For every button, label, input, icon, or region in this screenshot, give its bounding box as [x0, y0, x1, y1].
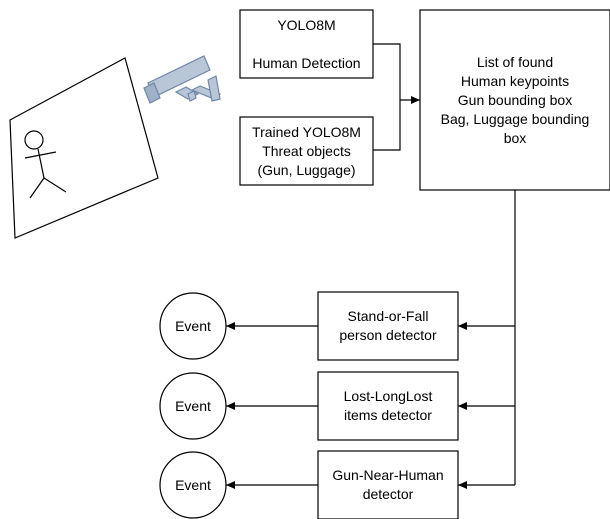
distribution-connector	[458, 190, 515, 485]
merge-connector	[373, 44, 420, 150]
security-camera-icon	[144, 56, 220, 103]
yolo-threat-label: Trained YOLO8M Threat objects (Gun, Lugg…	[240, 117, 373, 185]
event-label-3: Event	[160, 452, 226, 518]
gun-near-human-label: Gun-Near-Human detector	[318, 451, 458, 519]
event-label-2: Event	[160, 373, 226, 439]
scene-frame	[10, 58, 158, 238]
yolo-human-label: YOLO8M Human Detection	[240, 10, 373, 78]
event-arrows	[226, 326, 318, 485]
found-list-label: List of found Human keypoints Gun boundi…	[420, 10, 610, 190]
event-label-1: Event	[160, 293, 226, 359]
stand-fall-label: Stand-or-Fall person detector	[318, 292, 458, 360]
lost-items-label: Lost-LongLost items detector	[318, 372, 458, 440]
